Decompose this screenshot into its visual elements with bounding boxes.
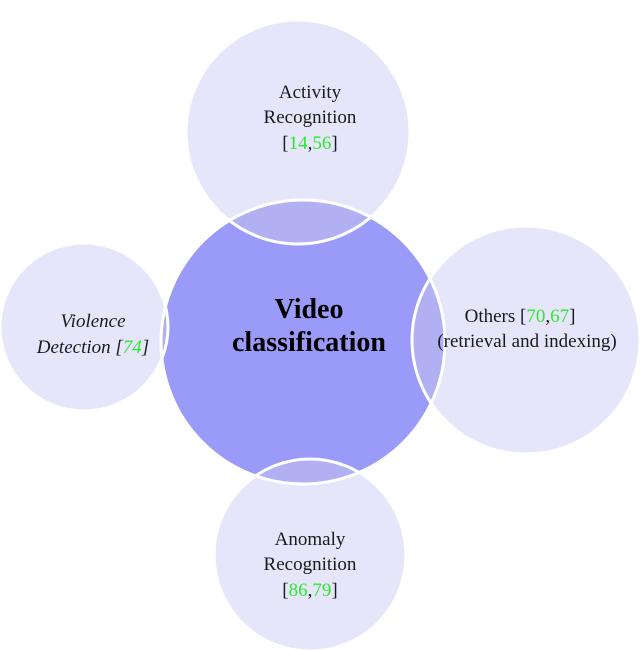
activity-citations: [14,56] [282, 133, 337, 154]
activity-close-bracket: ] [331, 133, 337, 154]
others-cite-1[interactable]: 70 [526, 306, 545, 327]
anomaly-open-bracket: [ [282, 580, 288, 601]
anomaly-cite-1[interactable]: 86 [289, 580, 308, 601]
activity-line1: Activity [279, 82, 342, 103]
activity-circle [186, 20, 410, 244]
violence-detection-text: Detection [36, 337, 116, 358]
anomaly-citations: [86,79] [282, 580, 337, 601]
others-text: Others [465, 306, 520, 327]
violence-open-bracket: [ [115, 337, 124, 358]
anomaly-line1: Anomaly [275, 529, 346, 550]
others-sep: , [545, 306, 550, 327]
others-circle [412, 226, 640, 454]
anomaly-cite-2[interactable]: 79 [312, 580, 331, 601]
others-line2: (retrieval and indexing) [437, 331, 616, 352]
activity-cite-1[interactable]: 14 [289, 133, 309, 154]
violence-line2: Detection [74] [36, 337, 149, 358]
others-close-bracket: ] [569, 306, 575, 327]
anomaly-circle [214, 459, 406, 650]
violence-circle [0, 243, 168, 411]
activity-open-bracket: [ [282, 133, 288, 154]
center-title-line1: Video [275, 294, 344, 325]
circle-outlines [0, 18, 640, 650]
others-open-bracket: [ [520, 306, 526, 327]
anomaly-close-bracket: ] [331, 580, 337, 601]
violence-close-bracket: ] [141, 337, 149, 358]
anomaly-sep: , [308, 580, 313, 601]
violence-cite-1[interactable]: 74 [123, 337, 143, 358]
violence-line1: Violence [60, 311, 125, 332]
anomaly-line2: Recognition [264, 554, 357, 575]
activity-line2: Recognition [264, 107, 357, 128]
activity-sep: , [308, 133, 313, 154]
center-title-line2: classification [232, 327, 386, 358]
others-cite-2[interactable]: 67 [550, 306, 569, 327]
others-line1: Others [70,67] [465, 306, 576, 327]
activity-cite-2[interactable]: 56 [312, 133, 331, 154]
center-circle [161, 200, 445, 484]
